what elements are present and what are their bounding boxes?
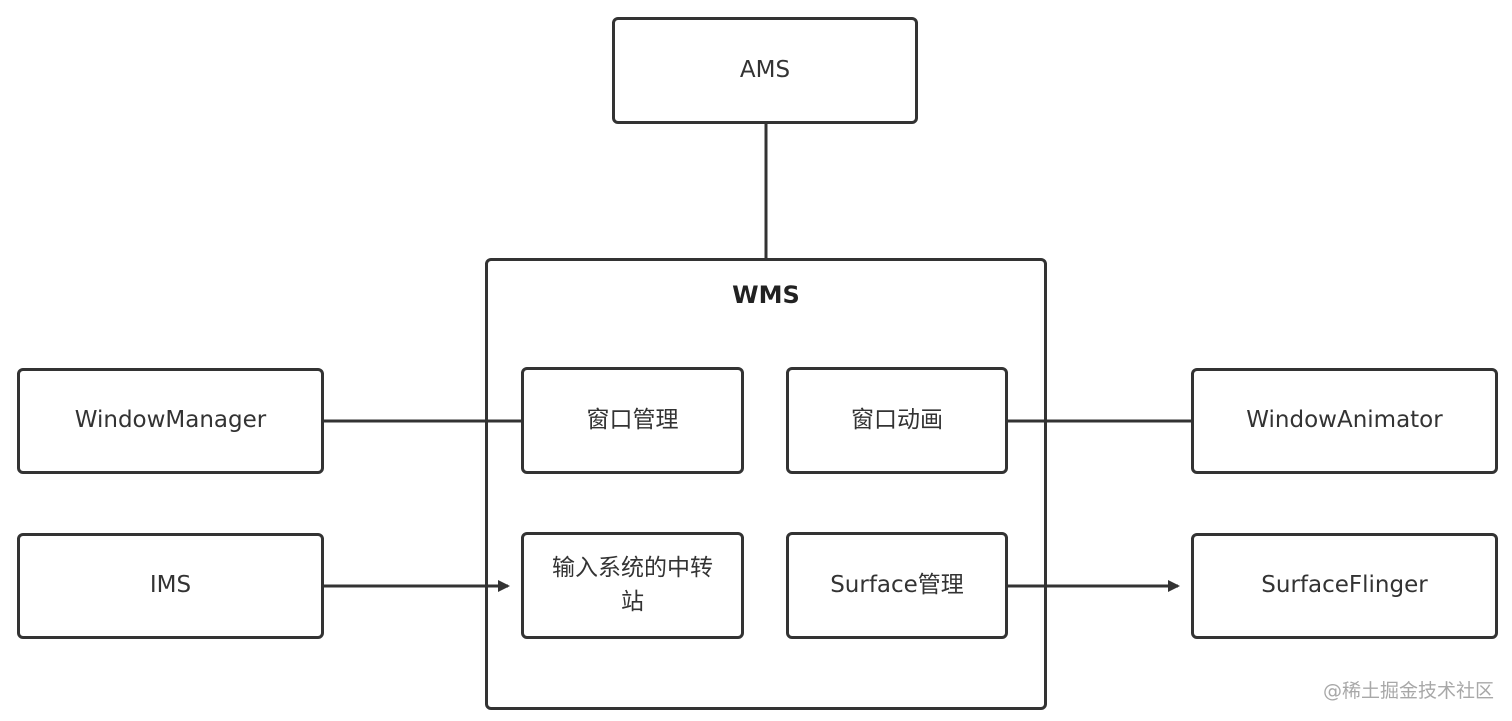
- node-ams: AMS: [612, 17, 918, 124]
- node-window-animation: 窗口动画: [786, 367, 1008, 474]
- node-surface-flinger: SurfaceFlinger: [1191, 533, 1498, 639]
- node-window-management-label: 窗口管理: [586, 406, 679, 433]
- watermark: @稀土掘金技术社区: [1322, 680, 1494, 702]
- node-surface-management-label: Surface管理: [830, 571, 964, 598]
- node-window-animation-label: 窗口动画: [851, 406, 943, 433]
- node-input-relay-label: 输入系统的中转站: [552, 555, 713, 615]
- node-wms-container: WMS: [485, 258, 1047, 710]
- node-window-manager: WindowManager: [17, 368, 324, 474]
- node-input-relay: 输入系统的中转站: [521, 532, 744, 639]
- node-ims-label: IMS: [149, 572, 192, 599]
- node-window-manager-label: WindowManager: [74, 407, 267, 434]
- node-surface-flinger-label: SurfaceFlinger: [1261, 572, 1428, 599]
- node-wms-title: WMS: [732, 281, 800, 309]
- node-ams-label: AMS: [739, 56, 791, 83]
- node-window-animator-label: WindowAnimator: [1246, 407, 1443, 434]
- node-surface-management: Surface管理: [786, 532, 1008, 639]
- node-window-animator: WindowAnimator: [1191, 368, 1498, 474]
- node-ims: IMS: [17, 533, 324, 639]
- node-window-management: 窗口管理: [521, 367, 744, 474]
